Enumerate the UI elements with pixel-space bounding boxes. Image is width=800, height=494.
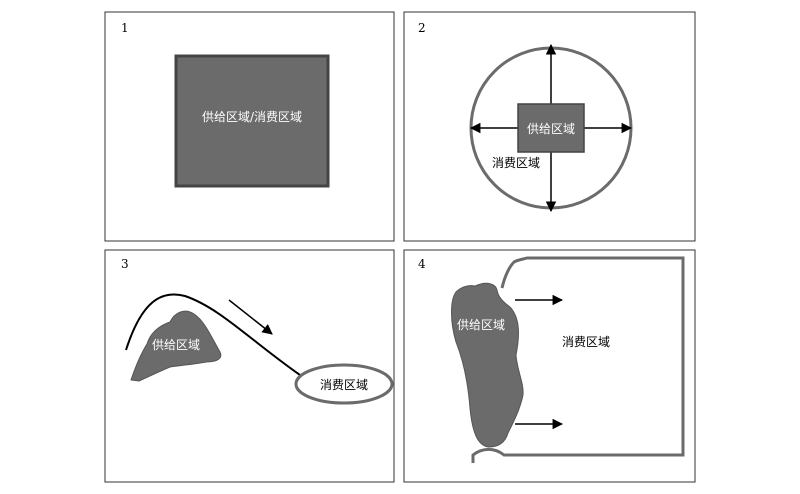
panel-4-number: 4 [418, 257, 426, 271]
supply-label: 供给区域 [457, 318, 505, 332]
consumption-label: 消费区域 [492, 156, 540, 170]
panel-1-number: 1 [121, 21, 129, 35]
supply-label: 供给区域 [527, 122, 575, 136]
flow-arrow [228, 299, 273, 335]
overlap-region [174, 54, 330, 188]
panel-2-number: 2 [418, 21, 426, 35]
consumption-label: 消费区域 [320, 378, 368, 392]
flow-curve [125, 293, 301, 376]
supply-blob [130, 310, 222, 382]
panel-1: 1 供给区域/消费区域 [104, 11, 395, 242]
panel-3-number: 3 [121, 257, 129, 271]
panel-4: 4 供给区域 消费区域 [403, 249, 696, 483]
supply-blob [451, 282, 524, 448]
supply-square [517, 103, 585, 153]
supply-label: 供给区域 [152, 338, 200, 352]
overlap-region-label: 供给区域/消费区域 [202, 110, 302, 124]
panel-2: 2 供给区域 消费区域 [403, 11, 696, 242]
consumption-ellipse [294, 363, 394, 405]
panel-4-frame [403, 249, 696, 483]
consumption-label: 消费区域 [562, 335, 610, 349]
panel-3: 3 供给区域 消费区域 [104, 249, 395, 483]
consumption-boundary [471, 256, 685, 463]
